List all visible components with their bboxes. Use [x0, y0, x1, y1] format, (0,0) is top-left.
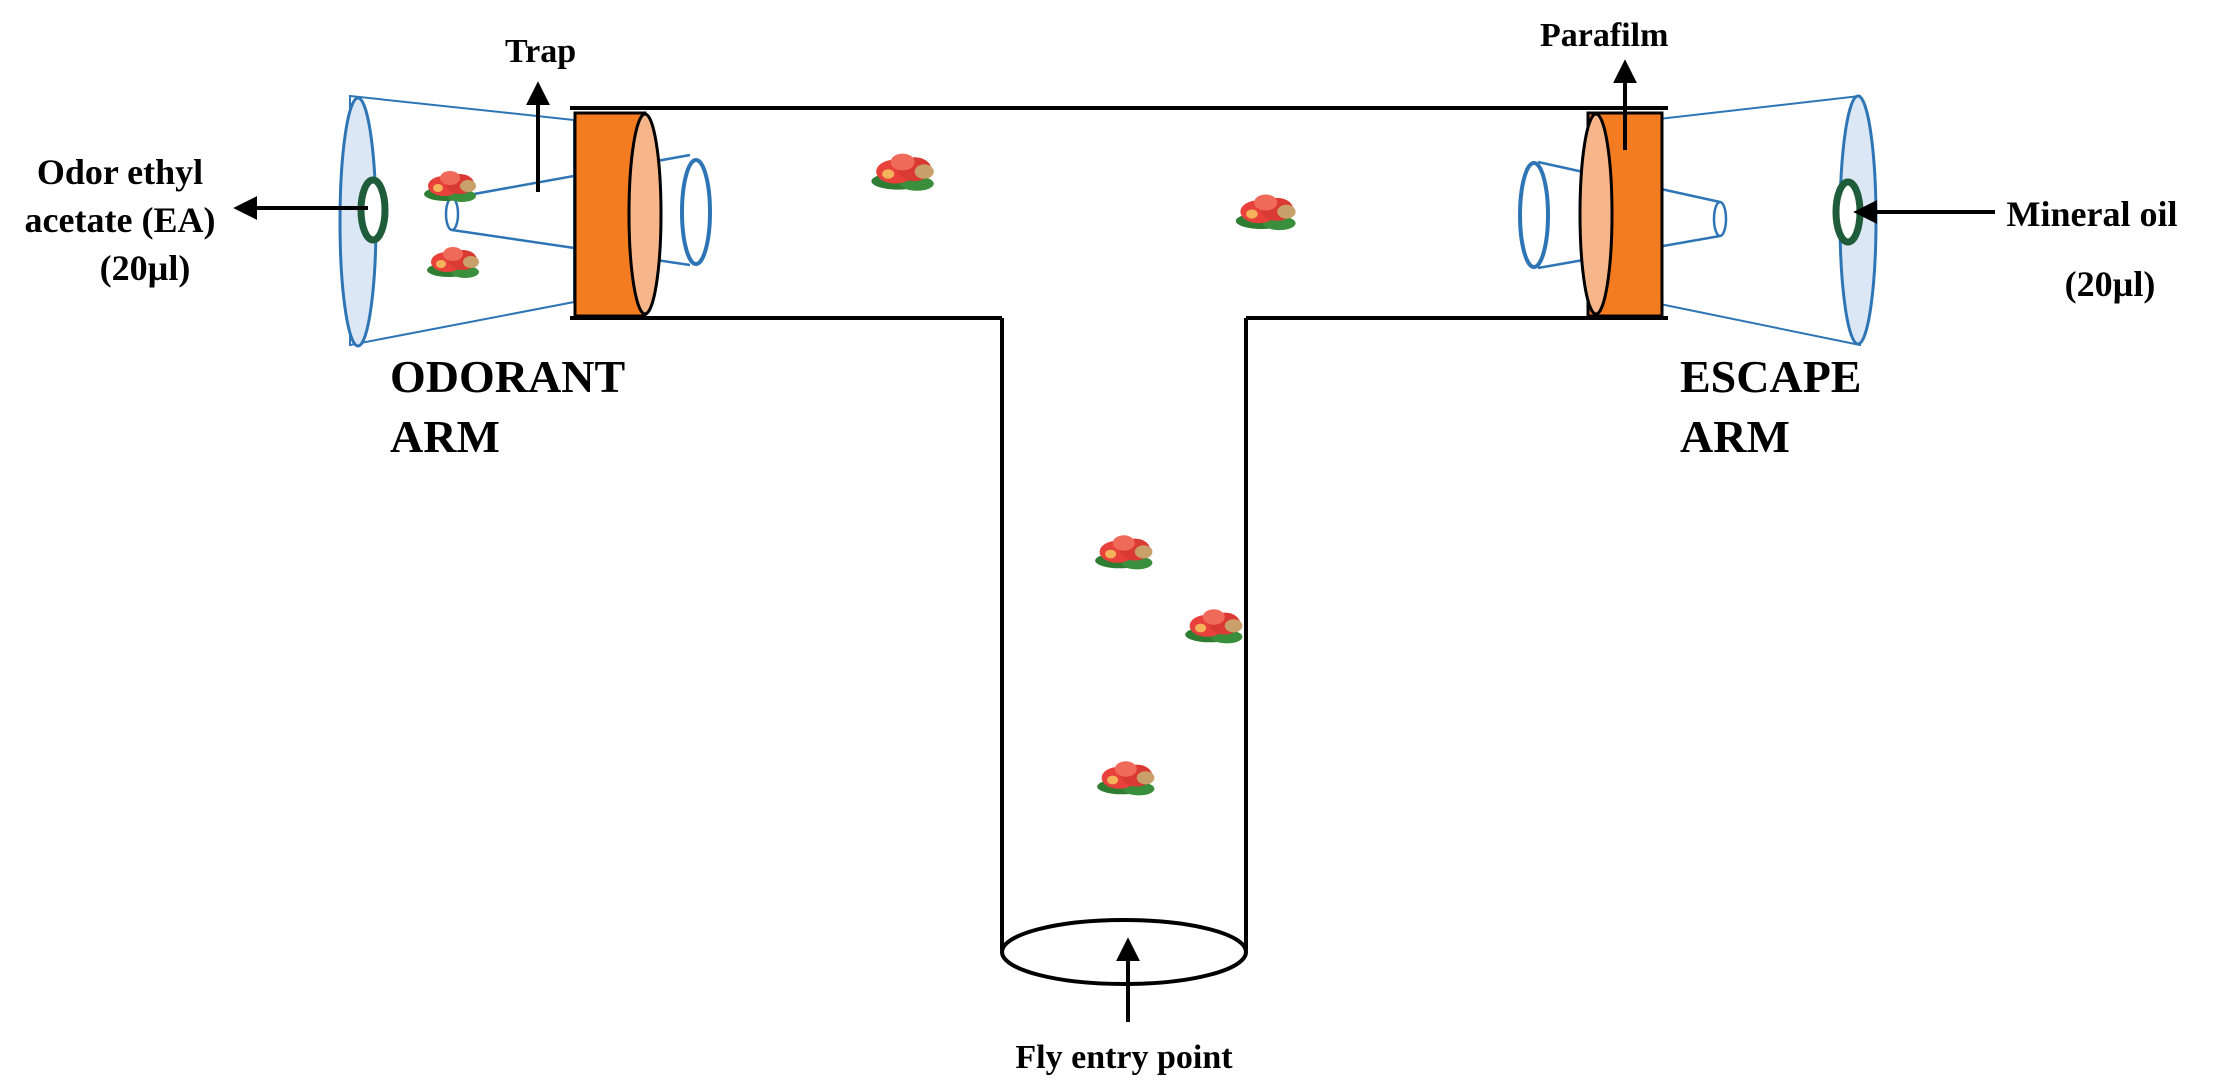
- escape-parafilm: [1578, 111, 1664, 318]
- odor-label-line2: acetate (EA): [25, 200, 216, 240]
- fly-icon: [871, 153, 934, 191]
- t-tube: [570, 106, 1668, 986]
- arrows: [233, 59, 1995, 1022]
- odorant-parafilm: [573, 111, 663, 318]
- fly-icon: [1095, 535, 1153, 570]
- escape-cone: [1649, 94, 1878, 347]
- fly-entry-opening: [1000, 918, 1248, 986]
- odorant-arm-label-line1: ODORANT: [390, 351, 625, 402]
- fly-icon: [1097, 761, 1155, 796]
- fly-icon: [1235, 194, 1296, 231]
- mineral-oil-label-line1: Mineral oil: [2007, 194, 2178, 234]
- mineral-oil-label-line2: (20µl): [2065, 264, 2156, 304]
- odor-label-line3: (20µl): [100, 248, 191, 288]
- parafilm-label: Parafilm: [1540, 17, 1668, 54]
- labels: Trap Parafilm Odor ethyl acetate (EA) (2…: [25, 17, 2178, 1076]
- fly-icon: [1185, 609, 1243, 644]
- escape-arm-label-line2: ARM: [1680, 411, 1790, 462]
- escape-arm-label-line1: ESCAPE: [1680, 351, 1861, 402]
- odorant-arm-label-line2: ARM: [390, 411, 500, 462]
- mineral-oil-ring: [1832, 178, 1864, 246]
- fly-entry-label: Fly entry point: [1015, 1039, 1233, 1076]
- odor-label-line1: Odor ethyl: [37, 152, 203, 192]
- trap-label: Trap: [505, 33, 576, 70]
